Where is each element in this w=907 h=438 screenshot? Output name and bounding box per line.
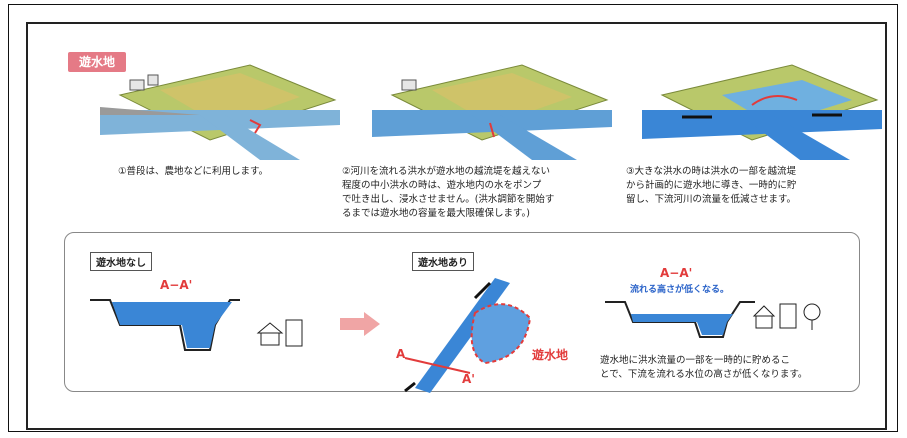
comparison-panel xyxy=(64,232,860,392)
scene-normal xyxy=(100,64,340,160)
caption-large-flood: ③大きな洪水の時は洪水の一部を越流堤 から計画的に遊水地に導き、一時的に貯 留し… xyxy=(626,166,797,205)
point-a-label: A xyxy=(396,347,406,361)
arrow-icon xyxy=(340,312,380,336)
caption-normal: ①普段は、農地などに利用します。 xyxy=(118,166,269,177)
figure-border xyxy=(26,22,887,430)
retention-basin-tag: 遊水地 xyxy=(68,52,126,72)
label-with-basin: 遊水地あり xyxy=(412,252,474,271)
cross-section-without xyxy=(90,299,240,351)
house-tree-icon xyxy=(752,303,821,330)
caption-small-flood: ②河川を流れる洪水が遊水地の越流堤を越えない 程度の中小洪水の時は、遊水地内の水… xyxy=(342,166,555,219)
pond-label: 遊水地 xyxy=(532,348,569,362)
lower-height-note: 流れる高さが低くなる。 xyxy=(630,285,730,295)
scene-small-flood xyxy=(372,64,612,160)
house-icon xyxy=(256,319,303,347)
cross-section-with xyxy=(605,301,755,338)
section-title-aa-2: A−A' xyxy=(660,266,693,280)
scene-large-flood xyxy=(642,64,882,160)
label-without-basin: 遊水地なし xyxy=(90,252,152,271)
plan-view-with-basin xyxy=(404,278,532,393)
section-title-aa: A−A' xyxy=(160,278,193,292)
explanation-note: 遊水地に洪水流量の一部を一時的に貯めるこ とで、下流を流れる水位の高さが低くなり… xyxy=(600,355,808,380)
point-a-prime-label: A' xyxy=(462,372,475,386)
